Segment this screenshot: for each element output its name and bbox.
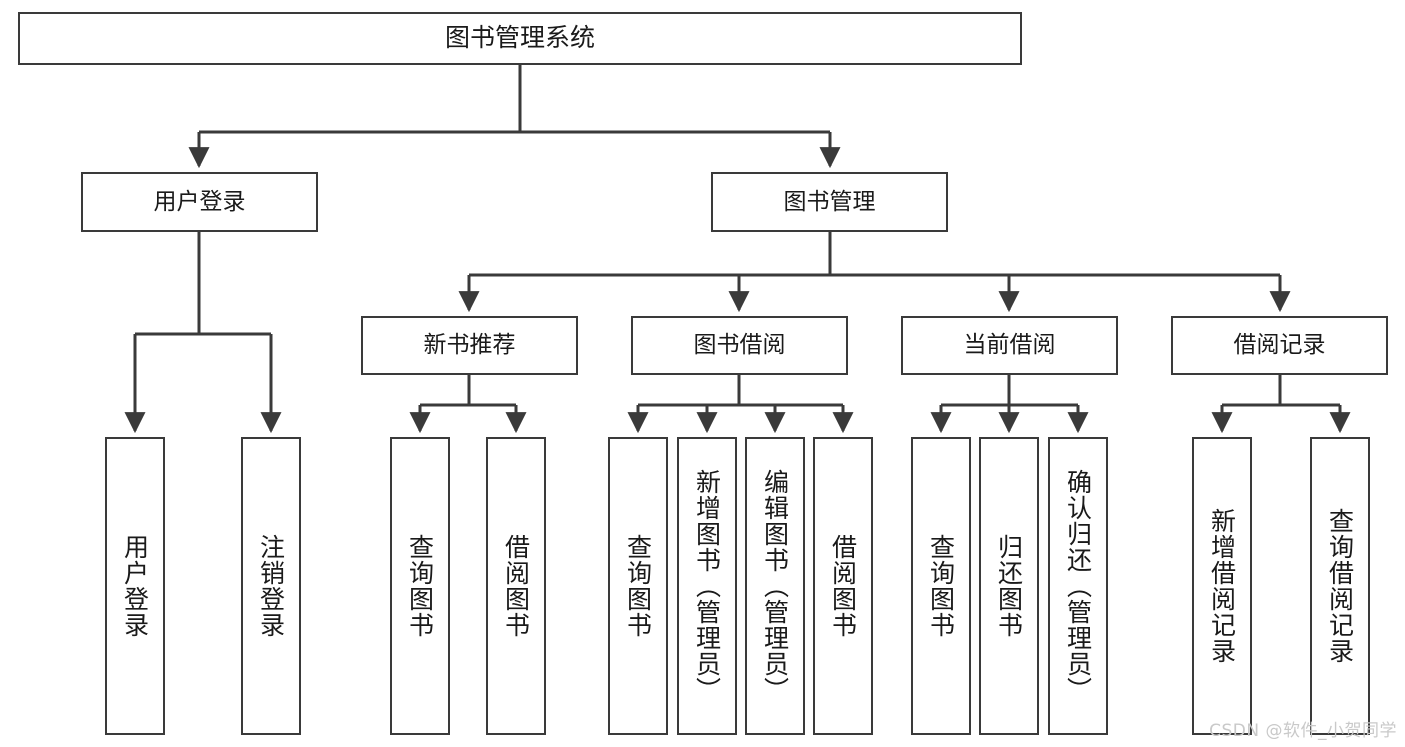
node-label: 图书管理 [783, 188, 876, 215]
node-label: 确认归还（管理员） [1063, 469, 1093, 703]
node-label: 借阅图书 [828, 534, 858, 638]
node-new-book-recommend[interactable]: 新书推荐 [361, 316, 578, 375]
node-label: 当前借阅 [963, 332, 1056, 359]
node-book-management[interactable]: 图书管理 [711, 172, 948, 232]
node-label: 用户登录 [153, 188, 246, 215]
leaf-logout-login[interactable]: 注销登录 [241, 437, 301, 735]
node-label: 注销登录 [256, 534, 286, 638]
node-label: 查询借阅记录 [1325, 508, 1355, 664]
leaf-query-book-recommend[interactable]: 查询图书 [390, 437, 450, 735]
node-label: 图书管理系统 [444, 23, 595, 53]
node-label: 编辑图书（管理员） [760, 469, 790, 703]
node-label: 新增借阅记录 [1207, 508, 1237, 664]
node-current-borrow[interactable]: 当前借阅 [901, 316, 1118, 375]
node-label: 归还图书 [994, 534, 1024, 638]
leaf-add-book-admin[interactable]: 新增图书（管理员） [677, 437, 737, 735]
node-label: 借阅记录 [1233, 332, 1326, 359]
leaf-confirm-return-admin[interactable]: 确认归还（管理员） [1048, 437, 1108, 735]
leaf-query-book-current[interactable]: 查询图书 [911, 437, 971, 735]
leaf-add-borrow-record[interactable]: 新增借阅记录 [1192, 437, 1252, 735]
node-user-login[interactable]: 用户登录 [81, 172, 318, 232]
node-label: 新书推荐 [423, 332, 516, 359]
leaf-edit-book-admin[interactable]: 编辑图书（管理员） [745, 437, 805, 735]
node-label: 新增图书（管理员） [692, 469, 722, 703]
node-label: 查询图书 [623, 534, 653, 638]
node-book-borrow[interactable]: 图书借阅 [631, 316, 848, 375]
node-root-system[interactable]: 图书管理系统 [18, 12, 1022, 65]
leaf-query-borrow-record[interactable]: 查询借阅记录 [1310, 437, 1370, 735]
node-borrow-record[interactable]: 借阅记录 [1171, 316, 1388, 375]
leaf-borrow-book-recommend[interactable]: 借阅图书 [486, 437, 546, 735]
leaf-query-book-borrow[interactable]: 查询图书 [608, 437, 668, 735]
leaf-user-login[interactable]: 用户登录 [105, 437, 165, 735]
node-label: 用户登录 [120, 534, 150, 638]
node-label: 查询图书 [926, 534, 956, 638]
node-label: 图书借阅 [693, 332, 786, 359]
node-label: 查询图书 [405, 534, 435, 638]
leaf-borrow-book[interactable]: 借阅图书 [813, 437, 873, 735]
node-label: 借阅图书 [501, 534, 531, 638]
leaf-return-book[interactable]: 归还图书 [979, 437, 1039, 735]
